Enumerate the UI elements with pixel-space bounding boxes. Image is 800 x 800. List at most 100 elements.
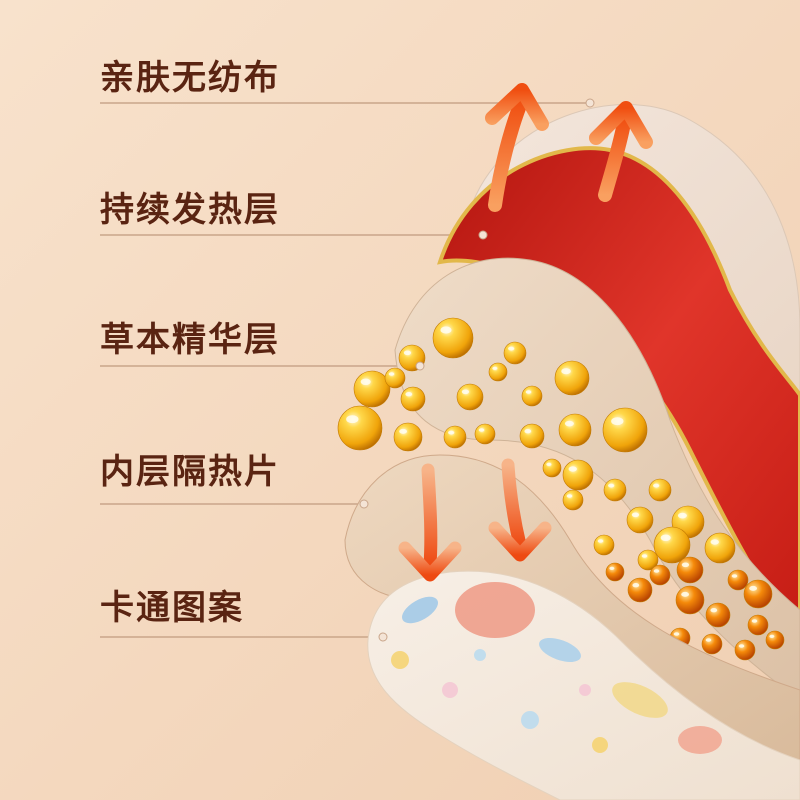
capsule-highlight — [508, 346, 515, 351]
capsule-highlight — [681, 562, 690, 568]
essence-capsules — [337, 317, 785, 661]
leader-dot-5 — [378, 632, 388, 642]
insulation-down-arrows — [398, 458, 552, 582]
down-arrow-left-icon — [421, 463, 438, 572]
essence-capsule — [562, 489, 584, 511]
essence-capsule — [765, 630, 785, 650]
capsule-highlight — [608, 483, 615, 488]
capsule-highlight — [653, 569, 660, 573]
essence-capsule — [542, 458, 562, 478]
essence-capsule — [456, 383, 484, 411]
down-arrow-left-head-icon — [398, 541, 462, 582]
capsule-highlight — [403, 350, 412, 356]
capsule-highlight — [346, 415, 359, 424]
pattern-flower — [442, 682, 458, 698]
essence-capsule — [384, 367, 406, 389]
capsule-highlight — [660, 534, 671, 542]
up-arrow-right-head-icon — [589, 101, 653, 149]
essence-capsule — [521, 385, 543, 407]
leader-dots — [359, 98, 595, 642]
leader-dot-4 — [359, 499, 369, 509]
capsule-highlight — [749, 585, 758, 591]
capsule-highlight — [524, 429, 532, 434]
capsule-highlight — [677, 512, 687, 519]
essence-capsule — [474, 423, 496, 445]
pattern-flower — [592, 737, 608, 753]
leader-dot-2 — [478, 230, 488, 240]
capsule-highlight — [440, 326, 452, 334]
pattern-pink-flower — [678, 726, 722, 754]
essence-capsule — [337, 405, 383, 451]
capsule-highlight — [653, 483, 660, 488]
essence-capsule — [734, 639, 756, 661]
capsule-highlight — [566, 494, 573, 498]
capsule-highlight — [769, 634, 775, 639]
essence-capsule — [605, 562, 625, 582]
capsule-highlight — [399, 428, 408, 434]
essence-capsule — [519, 423, 545, 449]
leader-dot-3 — [415, 361, 425, 371]
essence-capsule — [675, 585, 705, 615]
essence-capsule — [627, 577, 653, 603]
capsule-highlight — [631, 512, 640, 518]
pattern-yellow-leaf — [612, 682, 668, 718]
essence-capsule — [701, 633, 723, 655]
pattern-flower — [474, 649, 486, 661]
capsule-highlight — [388, 372, 395, 376]
essence-capsule — [443, 425, 467, 449]
capsule-highlight — [641, 554, 648, 558]
capsule-highlight — [478, 428, 485, 432]
capsule-highlight — [597, 539, 604, 543]
label-heating-layer: 持续发热层 — [100, 190, 280, 230]
essence-capsule — [593, 534, 615, 556]
essence-capsule — [747, 614, 769, 636]
cartoon-pattern — [391, 582, 722, 754]
essence-capsule — [558, 413, 592, 447]
capsule-highlight — [673, 632, 680, 636]
capsule-highlight — [448, 430, 455, 435]
capsule-highlight — [525, 390, 532, 394]
label-herbal-layer: 草本精华层 — [100, 320, 280, 360]
essence-capsule — [562, 459, 594, 491]
label-insulation-layer: 内层隔热片 — [100, 452, 280, 492]
essence-capsule — [503, 341, 527, 365]
capsule-highlight — [705, 638, 712, 642]
pattern-flower — [579, 684, 591, 696]
essence-capsule — [602, 407, 648, 453]
up-arrow-left-icon — [488, 93, 529, 212]
label-cartoon-pattern: 卡通图案 — [100, 588, 244, 628]
essence-capsule — [727, 569, 749, 591]
pattern-flower — [391, 651, 409, 669]
capsule-highlight — [609, 566, 615, 571]
pattern-blue-leaf — [401, 596, 439, 624]
down-arrow-right-head-icon — [488, 521, 552, 562]
essence-capsule — [648, 478, 672, 502]
essence-capsule — [393, 422, 423, 452]
capsule-highlight — [564, 420, 574, 427]
capsule-highlight — [710, 608, 718, 613]
capsule-highlight — [731, 574, 738, 578]
essence-capsule — [400, 386, 426, 412]
capsule-highlight — [360, 378, 371, 386]
capsule-highlight — [681, 591, 690, 597]
up-arrow-right-icon — [598, 111, 632, 202]
essence-capsule — [743, 579, 773, 609]
essence-capsule — [488, 362, 508, 382]
capsule-highlight — [568, 466, 577, 472]
capsule-highlight — [611, 417, 624, 426]
essence-capsule — [554, 360, 590, 396]
down-arrow-right-icon — [501, 458, 527, 552]
capsule-highlight — [405, 392, 413, 397]
capsule-highlight — [738, 644, 745, 648]
pattern-pink-blob — [455, 582, 535, 638]
pattern-flower — [521, 711, 539, 729]
label-nonwoven: 亲肤无纺布 — [100, 58, 280, 98]
capsule-highlight — [561, 368, 571, 375]
capsule-highlight — [546, 462, 552, 467]
essence-capsule — [603, 478, 627, 502]
heat-up-arrows — [485, 83, 653, 212]
capsule-highlight — [632, 583, 640, 588]
pattern-blue-leaf — [539, 637, 581, 663]
essence-capsule — [704, 532, 736, 564]
essence-capsule — [676, 556, 704, 584]
